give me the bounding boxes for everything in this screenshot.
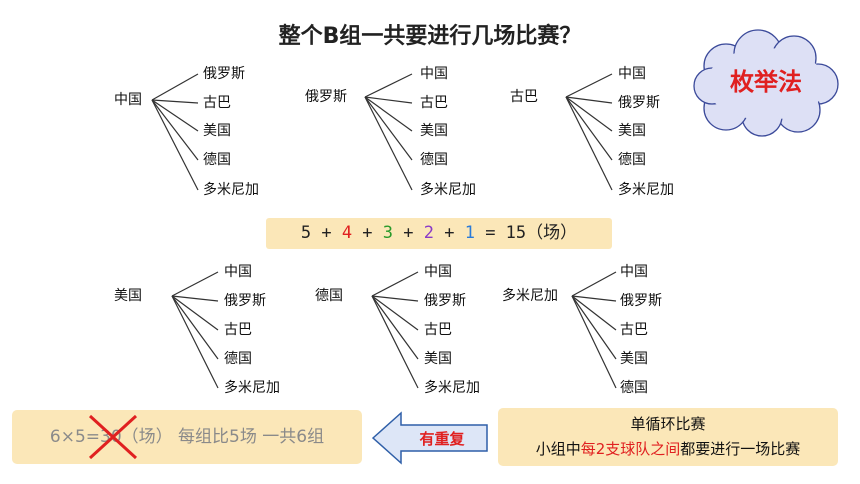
- tree-root: 多米尼加: [502, 288, 558, 304]
- tree-branch: 美国: [620, 351, 648, 367]
- tree-branch: 德国: [618, 152, 646, 168]
- equation-term: 5: [300, 223, 312, 243]
- tree-branch: 德国: [203, 152, 231, 168]
- repeat-label: 有重复: [419, 430, 465, 448]
- tree-branch: 古巴: [620, 322, 648, 338]
- equation-operator: +: [434, 223, 465, 243]
- tree-branch: 中国: [618, 66, 646, 82]
- cross-mark-icon: [88, 414, 138, 460]
- tree-branch: 多米尼加: [420, 182, 476, 198]
- tree-branch: 美国: [203, 123, 231, 139]
- tree-branch: 俄罗斯: [203, 66, 245, 82]
- wrong-calc-text: 6×5=30（场） 每组比5场 一共6组: [49, 427, 325, 447]
- tree-branch: 多米尼加: [618, 182, 674, 198]
- tree-root: 美国: [114, 288, 142, 304]
- equation-operator: +: [311, 223, 342, 243]
- tree-branch: 俄罗斯: [424, 293, 466, 309]
- equation-term: 3: [382, 223, 394, 243]
- tree-branch: 多米尼加: [203, 182, 259, 198]
- tree-branch: 中国: [620, 264, 648, 280]
- tree-root: 古巴: [510, 89, 538, 105]
- tree-branch: 俄罗斯: [224, 293, 266, 309]
- tree-branch: 美国: [420, 123, 448, 139]
- equation-operator: +: [393, 223, 424, 243]
- tree-branch: 古巴: [224, 322, 252, 338]
- tree-branch: 古巴: [203, 95, 231, 111]
- tree-root: 中国: [114, 92, 142, 108]
- equation-term: 2: [423, 223, 434, 243]
- equation-operator: +: [352, 223, 383, 243]
- sum-equation: 5 + 4 + 3 + 2 + 1 = 15（场）: [266, 218, 612, 249]
- left-arrow-icon: [371, 411, 488, 465]
- equation-term: 4: [341, 223, 353, 243]
- tree-branch: 德国: [620, 380, 648, 396]
- tree-branch: 多米尼加: [424, 380, 480, 396]
- tree-branch: 俄罗斯: [618, 95, 660, 111]
- tree-root: 德国: [315, 288, 343, 304]
- tree-branch: 美国: [424, 351, 452, 367]
- tree-branch: 中国: [424, 264, 452, 280]
- tree-branch: 古巴: [420, 95, 448, 111]
- tree-branch: 多米尼加: [224, 380, 280, 396]
- tree-branch: 德国: [420, 152, 448, 168]
- method-label: 枚举法: [730, 68, 802, 96]
- round-robin-box: [498, 408, 838, 466]
- page-title: 整个B组一共要进行几场比赛？: [278, 24, 582, 49]
- cloud-shape: [693, 29, 839, 137]
- tree-root: 俄罗斯: [305, 89, 347, 105]
- tree-branch: 美国: [618, 123, 646, 139]
- tree-branch: 古巴: [424, 322, 452, 338]
- definition-text: 都要进行一场比赛: [680, 440, 801, 458]
- wrong-calc-box: [12, 410, 362, 464]
- tree-branch: 中国: [224, 264, 252, 280]
- definition-highlight: 每2支球队之间: [580, 440, 681, 458]
- tree-branch: 德国: [224, 351, 252, 367]
- round-robin-title: 单循环比赛: [630, 415, 706, 433]
- tree-branch: 中国: [420, 66, 448, 82]
- round-robin-definition: 小组中每2支球队之间都要进行一场比赛: [498, 438, 838, 459]
- tree-branch: 俄罗斯: [620, 293, 662, 309]
- equation-result: = 15（场）: [474, 223, 578, 243]
- definition-text: 小组中: [535, 440, 581, 458]
- equation-term: 1: [464, 223, 475, 243]
